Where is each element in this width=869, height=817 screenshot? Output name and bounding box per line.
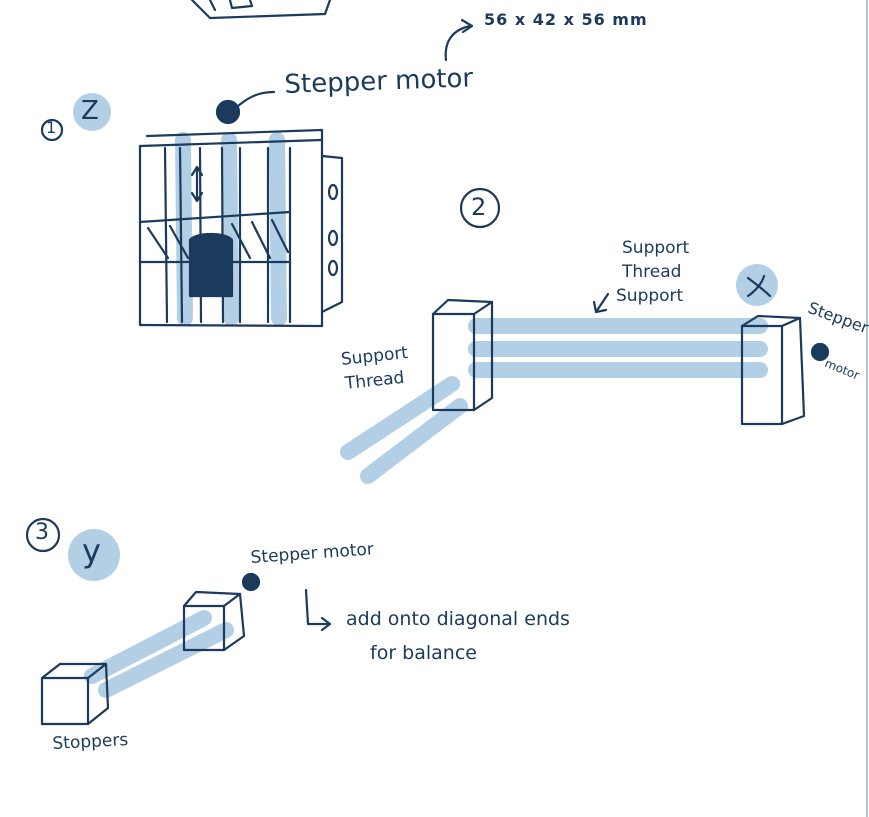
step3-number: 3	[35, 520, 49, 545]
y-axis-assembly	[42, 574, 330, 724]
dimension-arrow	[446, 20, 472, 60]
top-partial-sketch	[192, 0, 330, 18]
step3-axis-label: y	[82, 532, 101, 570]
step1-axis-label: Z	[81, 96, 99, 126]
support-thread-top-line2: Thread	[622, 262, 681, 282]
z-axis-frame	[140, 92, 342, 326]
support-thread-top-line1: Support	[622, 238, 689, 258]
step2-number: 2	[471, 193, 486, 221]
x-axis-assembly	[348, 294, 828, 476]
stoppers-label: Stoppers	[52, 730, 129, 754]
support-thread-top-line3: Support	[616, 286, 683, 306]
dimensions-label: 56 x 42 x 56 mm	[484, 10, 648, 29]
step1-number: 1	[46, 118, 56, 137]
y-note-line1: add onto diagonal ends	[346, 608, 570, 630]
y-note-line2: for balance	[370, 642, 477, 664]
